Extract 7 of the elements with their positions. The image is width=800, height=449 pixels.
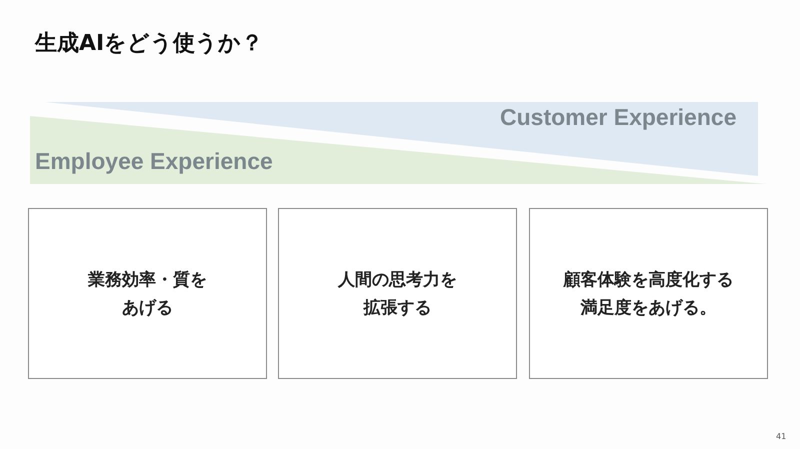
band-label: Employee Experience (35, 148, 273, 175)
slide-title: 生成AIをどう使うか？ (35, 30, 264, 58)
text-box: 人間の思考力を拡張する (278, 208, 517, 379)
page-number: 41 (776, 432, 786, 441)
text-box: 顧客体験を高度化する満足度をあげる。 (529, 208, 768, 379)
band-label: Customer Experience (500, 104, 736, 131)
text-box: 業務効率・質をあげる (28, 208, 267, 379)
